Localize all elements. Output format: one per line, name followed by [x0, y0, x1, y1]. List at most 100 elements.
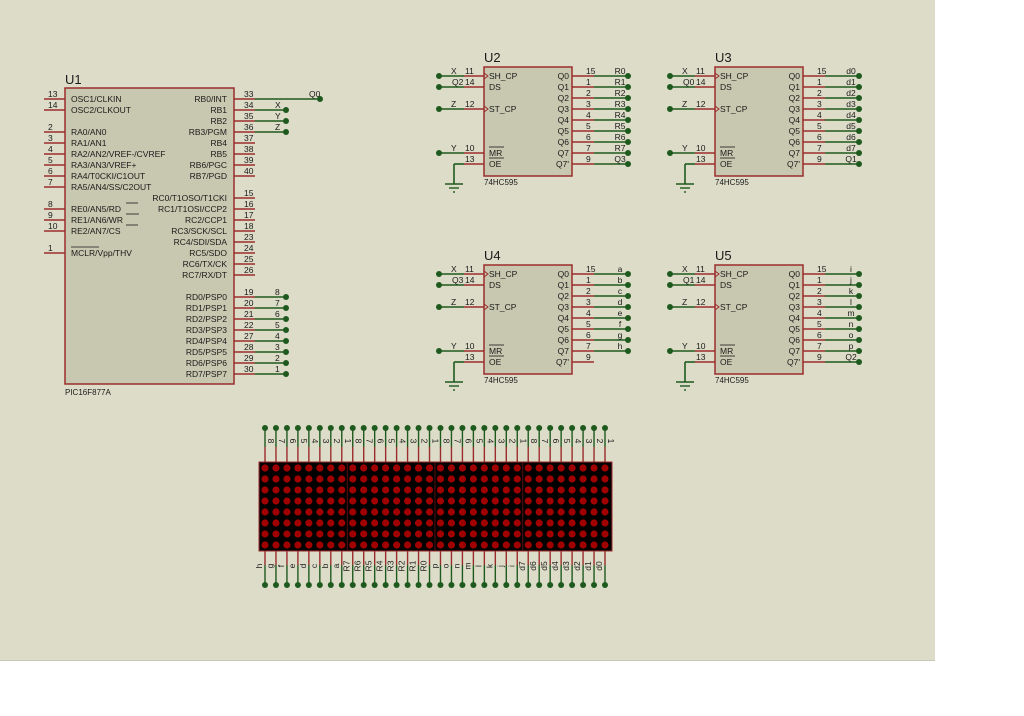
matrix-bottom-label: k — [484, 563, 494, 568]
led — [305, 530, 313, 538]
junction-dot — [437, 582, 444, 588]
sr-pin-name: Q0 — [558, 269, 570, 279]
junction-dot — [856, 282, 862, 288]
sr-pin-number: 14 — [465, 77, 475, 87]
junction-dot — [283, 327, 289, 333]
u1-pin-number: 29 — [244, 353, 254, 363]
matrix-top-label: 3 — [584, 439, 594, 444]
sr-pin-number: 3 — [817, 297, 822, 307]
junction-dot — [514, 425, 521, 431]
led — [371, 508, 379, 516]
led — [491, 519, 499, 527]
net-label: a — [618, 264, 623, 274]
matrix-bottom-label: o — [440, 563, 450, 568]
led — [261, 519, 269, 527]
junction-dot — [536, 582, 543, 588]
junction-dot — [436, 271, 442, 277]
sr-pin-number: 13 — [465, 154, 475, 164]
sr-pin-number: 13 — [696, 352, 706, 362]
sr-pin-number: 2 — [817, 286, 822, 296]
u1-pin-number: 30 — [244, 364, 254, 374]
led — [469, 530, 477, 538]
led — [524, 497, 532, 505]
junction-dot — [856, 95, 862, 101]
led — [579, 530, 587, 538]
junction-dot — [305, 425, 312, 431]
junction-dot — [667, 84, 673, 90]
net-label: n — [849, 319, 854, 329]
sr-pin-number: 2 — [586, 286, 591, 296]
matrix-bottom-label: d5 — [539, 561, 549, 571]
u1-pin-number: 3 — [48, 133, 53, 143]
u1-pin-name: RB1 — [210, 105, 227, 115]
sr-pin-number: 12 — [465, 99, 475, 109]
matrix-top-label: 8 — [441, 439, 451, 444]
led — [524, 475, 532, 483]
matrix-bottom-label: b — [320, 563, 330, 568]
net-label: f — [619, 319, 622, 329]
junction-dot — [338, 582, 345, 588]
led — [272, 530, 280, 538]
net-label: l — [850, 297, 852, 307]
led — [382, 530, 390, 538]
sr-pin-name: OE — [720, 159, 733, 169]
led — [382, 486, 390, 494]
sr-pin-number: 3 — [817, 99, 822, 109]
matrix-top-label: 6 — [551, 439, 561, 444]
led — [568, 486, 576, 494]
led — [382, 541, 390, 549]
junction-dot — [856, 271, 862, 277]
led — [601, 486, 609, 494]
led — [524, 541, 532, 549]
junction-dot — [856, 84, 862, 90]
sr-pin-name: MR — [720, 148, 733, 158]
junction-dot — [272, 425, 279, 431]
junction-dot — [547, 582, 554, 588]
junction-dot — [481, 425, 488, 431]
led — [502, 541, 510, 549]
u1-pin-number: 34 — [244, 100, 254, 110]
led — [316, 464, 324, 472]
junction-dot — [360, 582, 367, 588]
matrix-top-label: 5 — [562, 439, 572, 444]
sr-body — [483, 264, 573, 375]
led — [447, 464, 456, 472]
sr-pin-name: DS — [489, 82, 501, 92]
sr-pin-number: 1 — [586, 77, 591, 87]
led — [447, 541, 456, 549]
matrix-top-label: 1 — [606, 439, 616, 444]
led — [590, 475, 598, 483]
sr-pin-name: Q7' — [787, 357, 800, 367]
net-label: Q3 — [452, 275, 464, 285]
sr-pin-name: MR — [489, 148, 502, 158]
led — [272, 464, 280, 472]
u1-pin-name: RC5/SDO — [189, 248, 227, 258]
u1-pin-name: RB2 — [210, 116, 227, 126]
sr-pin-name: Q7' — [556, 357, 569, 367]
net-label: o — [849, 330, 854, 340]
junction-dot — [856, 315, 862, 321]
sr-pin-number: 6 — [586, 330, 591, 340]
u1-pin-number: 36 — [244, 122, 254, 132]
net-label: 3 — [275, 342, 280, 352]
led — [436, 508, 445, 516]
u1-pin-number: 40 — [244, 166, 254, 176]
led — [458, 497, 467, 505]
net-label: Y — [451, 143, 457, 153]
junction-dot — [492, 425, 499, 431]
led-matrix[interactable]: 8h7g6f5e4d3c2b1a8R77R66R55R44R33R22R11R0… — [254, 425, 616, 588]
u1-pin-number: 19 — [244, 287, 254, 297]
junction-dot — [316, 582, 323, 588]
sr-pin-name: Q7' — [556, 159, 569, 169]
led — [338, 486, 346, 494]
u1-pin-name: RC6/TX/CK — [183, 259, 228, 269]
u1-pin-number: 16 — [244, 199, 254, 209]
led — [393, 497, 401, 505]
matrix-bottom-label: R1 — [408, 560, 418, 571]
sr-ref-label: U4 — [484, 248, 501, 263]
